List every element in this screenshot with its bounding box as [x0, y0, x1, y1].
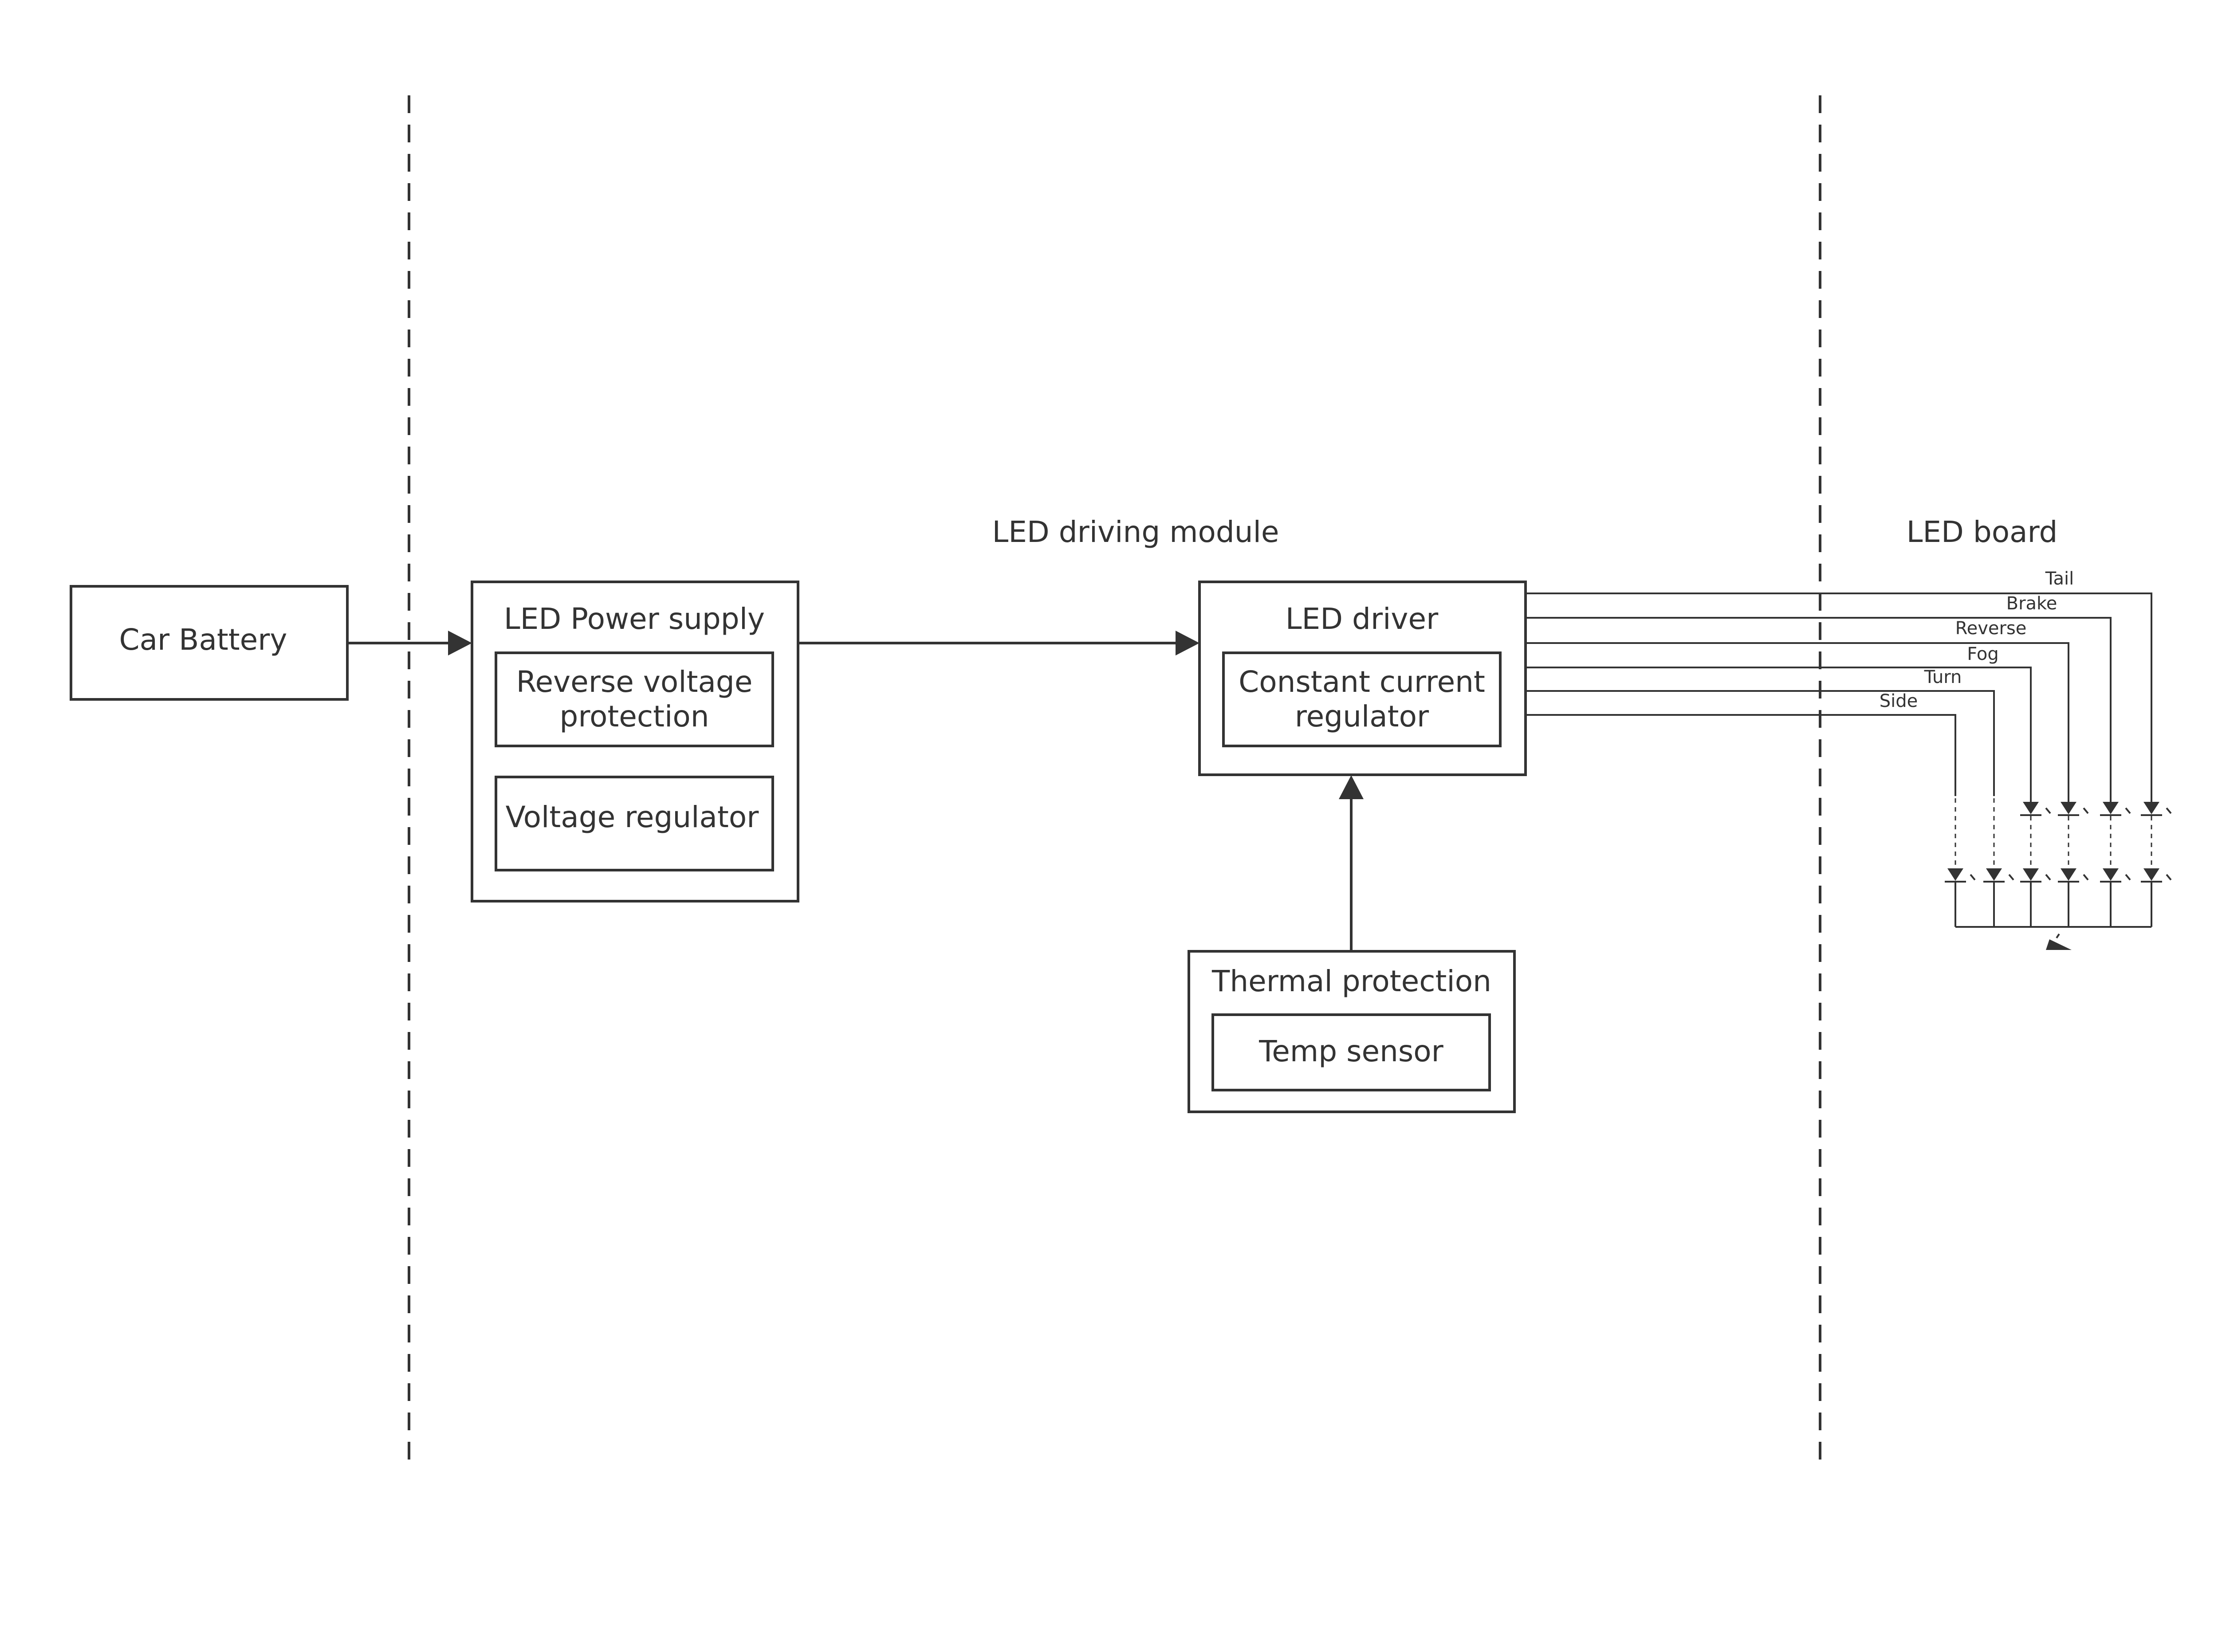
led-brake-1-emission [2125, 807, 2131, 814]
wire-fog [1526, 667, 2032, 802]
reverse-voltage-protection-line1: Reverse voltage [516, 665, 753, 699]
temp-sensor-block: Temp sensor [1211, 1013, 1491, 1091]
led-tail-2 [2143, 868, 2159, 881]
led-array [1945, 798, 2172, 927]
led-fog-2 [2023, 868, 2039, 881]
voltage-regulator-label: Voltage regulator [506, 800, 759, 834]
voltage-regulator-block: Voltage regulator [495, 776, 774, 871]
led-brake-2-emission [2125, 874, 2131, 881]
wire-brake [1526, 617, 2112, 802]
reverse-voltage-protection-line2: protection [559, 699, 709, 734]
car-battery-block: Car Battery [70, 585, 349, 701]
channel-label-brake: Brake [2006, 593, 2057, 614]
channel-label-fog: Fog [1967, 644, 1998, 664]
arrow-battery-to-power-supply [347, 631, 472, 655]
channel-label-turn: Turn [1924, 667, 1962, 687]
led-power-supply-block: LED Power supply Reverse voltage protect… [471, 581, 799, 903]
wire-turn [1526, 690, 1995, 796]
led-power-supply-title: LED Power supply [504, 602, 765, 636]
channel-label-side: Side [1880, 691, 1918, 711]
reverse-voltage-protection-block: Reverse voltage protection [495, 651, 774, 747]
led-tail-2-emission [2166, 874, 2172, 881]
temp-sensor-label: Temp sensor [1258, 1034, 1443, 1068]
led-reverse-1-emission [2083, 807, 2089, 814]
led-driver-title: LED driver [1286, 602, 1439, 636]
wire-tail [1526, 593, 2152, 802]
led-turn-2 [1986, 868, 2002, 881]
section-label-driving-module: LED driving module [992, 515, 1279, 549]
output-channel-wires [1526, 593, 2152, 802]
thermal-protection-title: Thermal protection [1211, 964, 1491, 998]
constant-current-regulator-block: Constant current regulator [1222, 651, 1502, 747]
thermal-protection-block: Thermal protection Temp sensor [1188, 950, 1516, 1113]
led-fog-1-emission [2045, 807, 2051, 814]
ground-bus [1955, 896, 2152, 928]
led-fog-2-emission [2045, 874, 2051, 881]
arrow-thermal-to-driver [1339, 775, 1364, 951]
led-side-2-emission [1970, 874, 1976, 881]
led-reverse-1 [2061, 802, 2076, 814]
channel-label-tail: Tail [2045, 569, 2074, 589]
channel-label-reverse: Reverse [1955, 618, 2027, 639]
car-battery-label: Car Battery [119, 623, 287, 657]
ground-marker-icon [2046, 933, 2072, 950]
constant-current-regulator-line1: Constant current [1239, 665, 1485, 699]
constant-current-regulator-line2: regulator [1295, 699, 1429, 734]
led-fog-1 [2023, 802, 2039, 814]
led-driver-block: LED driver Constant current regulator [1198, 581, 1527, 776]
led-tail-1-emission [2166, 807, 2172, 814]
wire-side [1526, 714, 1956, 796]
led-reverse-2-emission [2083, 874, 2089, 881]
led-brake-2 [2103, 868, 2119, 881]
wire-reverse [1526, 642, 2069, 802]
led-brake-1 [2103, 802, 2119, 814]
section-label-led-board: LED board [1907, 515, 2058, 549]
arrow-power-supply-to-driver [798, 631, 1199, 655]
led-reverse-2 [2061, 868, 2076, 881]
led-turn-2-emission [2008, 874, 2014, 881]
led-side-2 [1947, 868, 1963, 881]
led-tail-1 [2143, 802, 2159, 814]
